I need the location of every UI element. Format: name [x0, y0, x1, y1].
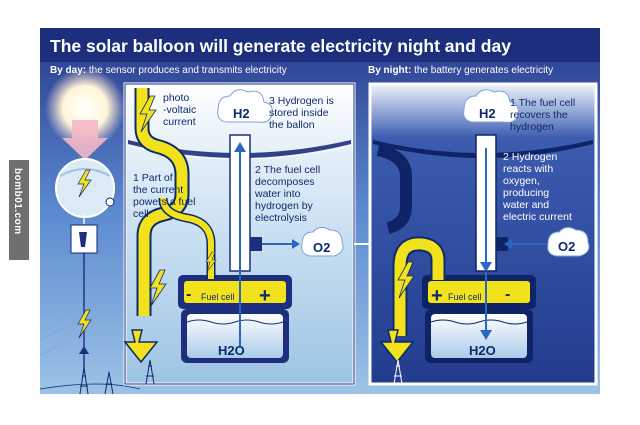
svg-text:reacts with: reacts with [503, 163, 553, 175]
svg-text:hydrogen: hydrogen [510, 121, 554, 133]
h2o-label-night: H2O [469, 343, 496, 358]
title-bar [40, 28, 600, 62]
svg-text:current: current [163, 116, 196, 128]
plus-sign-day: + [259, 285, 271, 307]
h2-label-night: H2 [479, 106, 496, 121]
svg-text:electrolysis: electrolysis [255, 212, 307, 224]
svg-text:3 Hydrogen is: 3 Hydrogen is [269, 95, 334, 107]
sunlight-arrow-icon [62, 120, 108, 160]
cable-lightning-icon [77, 309, 92, 339]
fuel-cell-label-day: Fuel cell [201, 292, 235, 302]
down-arrow-night [379, 329, 415, 364]
svg-text:producing: producing [503, 187, 549, 199]
sun-glow [45, 68, 125, 148]
lightning-icon-day-1 [139, 95, 157, 133]
svg-text:stored inside: stored inside [269, 107, 329, 119]
night-panel: H2 O2 + Fuel cell - H2O 1 The fuel cell … [368, 82, 598, 386]
svg-text:hydrogen by: hydrogen by [255, 200, 314, 212]
svg-text:-voltaic: -voltaic [163, 104, 196, 116]
power-pylon-day [145, 359, 155, 385]
label-part-current: 1 Part of the current powers a fuel cell [133, 172, 195, 220]
svg-text:powers a fuel: powers a fuel [133, 196, 195, 208]
balloon-lightning-icon [77, 169, 92, 198]
label-photovoltaic: photo -voltaic current [163, 92, 196, 128]
h2-cloud-night [463, 89, 519, 123]
label-fuelcell-decomposes: 2 The fuel cell decomposes water into hy… [254, 164, 320, 224]
night-heading: By night: the battery generates electric… [368, 65, 553, 76]
watermark-text: bomb01.com [12, 168, 23, 235]
day-heading: By day: the sensor produces and transmit… [50, 65, 287, 76]
page-title: The solar balloon will generate electric… [50, 36, 511, 56]
lightning-icon-night [397, 261, 415, 299]
svg-text:photo: photo [163, 92, 189, 104]
svg-text:decomposes: decomposes [255, 176, 315, 188]
minus-sign-day: - [186, 286, 191, 303]
svg-text:electric current: electric current [503, 211, 572, 223]
svg-text:water and: water and [502, 199, 549, 211]
watermark-tab [9, 160, 29, 260]
o2-cloud-night [547, 226, 590, 257]
label-reacts: 2 Hydrogen reacts with oxygen, producing… [502, 151, 572, 223]
lightning-icon-day-3 [205, 251, 217, 273]
o2-cloud-day [301, 226, 344, 257]
svg-text:cell: cell [133, 208, 149, 220]
o2-label-night: O2 [558, 239, 575, 254]
svg-text:recovers the: recovers the [510, 109, 568, 121]
day-panel: H2 O2 - Fuel cell + H2O photo -voltaic c… [123, 82, 356, 386]
label-hydrogen-stored: 3 Hydrogen is stored inside the ballon [269, 95, 334, 131]
svg-text:oxygen,: oxygen, [503, 175, 540, 187]
minus-sign-night: - [505, 286, 510, 303]
lightning-icon-day-2 [149, 269, 167, 307]
svg-text:water into: water into [254, 188, 301, 200]
svg-text:2 Hydrogen: 2 Hydrogen [503, 151, 557, 163]
svg-text:the current: the current [133, 184, 183, 196]
plus-sign-night: + [431, 285, 443, 307]
h2o-label-day: H2O [218, 343, 245, 358]
h2-label-day: H2 [233, 106, 250, 121]
svg-text:1 The fuel cell: 1 The fuel cell [510, 97, 575, 109]
label-recovers: 1 The fuel cell recovers the hydrogen [510, 97, 575, 133]
fuel-cell-label-night: Fuel cell [448, 292, 482, 302]
power-pylon-night [393, 359, 403, 385]
svg-text:the ballon: the ballon [269, 119, 315, 131]
svg-text:2 The fuel cell: 2 The fuel cell [255, 164, 320, 176]
svg-text:1 Part of: 1 Part of [133, 172, 173, 184]
left-scene [39, 68, 141, 395]
down-arrow-day [123, 329, 159, 364]
o2-label-day: O2 [313, 240, 330, 255]
h2-cloud-day [217, 89, 273, 123]
